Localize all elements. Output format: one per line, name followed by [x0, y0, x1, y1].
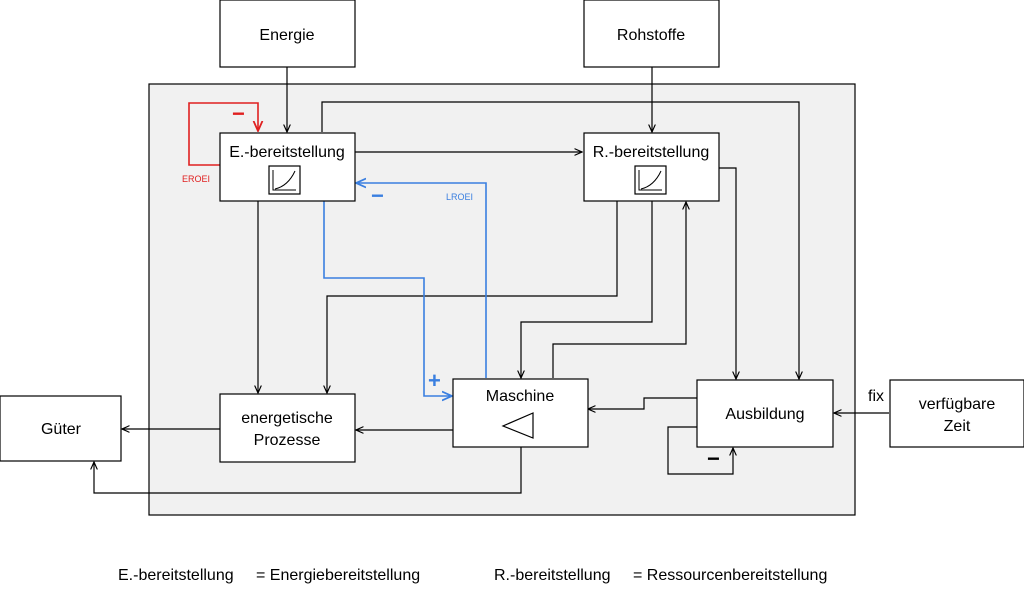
- edge-r-to-maschine: [521, 201, 653, 378]
- eroei-label: EROEI: [182, 174, 210, 184]
- legend-e-term: E.-bereitstellung: [118, 567, 234, 584]
- lroei-minus-sign: −: [371, 183, 384, 208]
- legend: E.-bereitstellung = Energiebereitstellun…: [118, 567, 827, 584]
- node-energie: Energie: [219, 0, 356, 68]
- edge-maschine-to-gueter: [94, 447, 522, 494]
- node-gueter: Güter: [0, 395, 122, 462]
- edge-maschine-to-r: [552, 202, 686, 378]
- edge-ausbildung-self-loop: [667, 426, 733, 475]
- node-zeit-label-1: verfügbare: [919, 396, 996, 413]
- edge-e-to-ausbildung: [321, 101, 799, 379]
- node-prozesse-label-2: Prozesse: [254, 432, 321, 449]
- legend-r-definition: = Ressourcenbereitstellung: [633, 567, 827, 584]
- eroei-minus-sign: −: [232, 101, 245, 126]
- edge-r-to-ausbildung: [718, 167, 736, 379]
- node-rohstoffe-label: Rohstoffe: [617, 27, 685, 44]
- fix-label: fix: [868, 388, 884, 405]
- edge-ausbildung-to-maschine: [588, 397, 697, 409]
- node-verfuegbare-zeit: verfügbare Zeit: [889, 379, 1024, 448]
- edge-r-to-prozesse: [327, 201, 618, 393]
- legend-e-definition: = Energiebereitstellung: [256, 567, 420, 584]
- edges: [94, 67, 889, 494]
- exponential-growth-icon: [634, 165, 667, 195]
- node-e-bereitstellung-label: E.-bereitstellung: [229, 144, 345, 161]
- node-r-bereitstellung: R.-bereitstellung: [583, 132, 720, 202]
- node-maschine-label: Maschine: [486, 388, 555, 405]
- edge-e-to-maschine-blue: [323, 201, 452, 396]
- node-e-bereitstellung: E.-bereitstellung: [219, 132, 356, 202]
- ausbildung-minus-sign: −: [707, 446, 720, 471]
- node-energetische-prozesse: energetische Prozesse: [219, 393, 356, 463]
- maschine-plus-sign: +: [428, 368, 441, 393]
- node-maschine: Maschine: [452, 378, 589, 448]
- node-prozesse-label-1: energetische: [241, 410, 333, 427]
- node-ausbildung: Ausbildung: [696, 379, 834, 448]
- triangle-icon: [501, 412, 534, 439]
- exponential-growth-icon: [268, 165, 301, 195]
- lroei-feedback-loop: [356, 183, 487, 378]
- legend-r-term: R.-bereitstellung: [494, 567, 611, 584]
- node-gueter-label: Güter: [41, 421, 82, 438]
- node-r-bereitstellung-label: R.-bereitstellung: [593, 144, 710, 161]
- node-rohstoffe: Rohstoffe: [583, 0, 720, 68]
- node-energie-label: Energie: [259, 27, 314, 44]
- lroei-label: LROEI: [446, 192, 473, 202]
- eroei-feedback-loop: [188, 102, 258, 166]
- node-zeit-label-2: Zeit: [944, 418, 971, 435]
- node-ausbildung-label: Ausbildung: [725, 406, 804, 423]
